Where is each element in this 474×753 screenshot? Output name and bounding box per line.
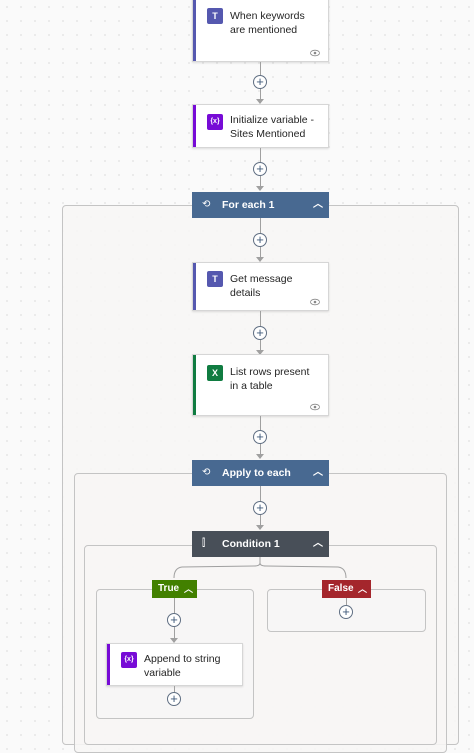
apply-to-each-header[interactable]: ⟲ Apply to each ︿ [192, 460, 329, 486]
trigger-accent-bar [193, 0, 196, 61]
insert-step-button[interactable]: + [253, 430, 267, 444]
true-branch-label: True [158, 583, 180, 594]
branch-connector [173, 557, 347, 579]
variable-icon: {x} [207, 114, 223, 130]
connector-arrow [170, 638, 178, 643]
init-variable-label: Initialize variable - Sites Mentioned [230, 114, 315, 140]
variable-icon: {x} [121, 652, 137, 668]
append-variable-label: Append to string variable [144, 653, 221, 679]
list-rows-card[interactable]: X List rows present in a table [192, 354, 329, 416]
eye-icon [310, 49, 320, 57]
foreach-label: For each 1 [222, 199, 275, 211]
list-rows-accent-bar [193, 355, 196, 415]
loop-icon: ⟲ [202, 199, 211, 210]
apply-to-each-label: Apply to each [222, 467, 291, 479]
connector-line [346, 598, 347, 605]
get-message-card[interactable]: T Get message details [192, 262, 329, 311]
chevron-up-icon[interactable]: ︿ [183, 584, 193, 594]
chevron-up-icon[interactable]: ︿ [313, 467, 323, 478]
init-variable-card[interactable]: {x} Initialize variable - Sites Mentione… [192, 104, 329, 148]
trigger-label: When keywords are mentioned [230, 10, 305, 36]
true-branch-tag[interactable]: True ︿ [152, 580, 197, 598]
insert-step-button[interactable]: + [253, 162, 267, 176]
false-branch-label: False [328, 583, 354, 594]
teams-icon: T [207, 8, 223, 24]
chevron-up-icon[interactable]: ︿ [357, 584, 367, 594]
connector-arrow [256, 186, 264, 191]
insert-step-button[interactable]: + [253, 233, 267, 247]
insert-step-button[interactable]: + [167, 613, 181, 627]
foreach-header[interactable]: ⟲ For each 1 ︿ [192, 192, 329, 218]
insert-step-button[interactable]: + [339, 605, 353, 619]
connector-arrow [256, 350, 264, 355]
loop-icon: ⟲ [202, 467, 211, 478]
connector-arrow [256, 525, 264, 530]
insert-step-button[interactable]: + [253, 75, 267, 89]
init-variable-accent-bar [193, 105, 196, 147]
eye-icon [310, 298, 320, 306]
excel-icon: X [207, 365, 223, 381]
eye-icon [310, 403, 320, 411]
insert-step-button[interactable]: + [167, 692, 181, 706]
chevron-up-icon[interactable]: ︿ [313, 199, 323, 210]
get-message-label: Get message details [230, 273, 293, 299]
get-message-accent-bar [193, 263, 196, 310]
connector-arrow [256, 257, 264, 262]
chevron-up-icon[interactable]: ︿ [313, 538, 323, 549]
list-rows-label: List rows present in a table [230, 366, 310, 392]
insert-step-button[interactable]: + [253, 326, 267, 340]
append-variable-card[interactable]: {x} Append to string variable [106, 643, 243, 686]
false-branch-tag[interactable]: False ︿ [322, 580, 371, 598]
connector-arrow [256, 454, 264, 459]
condition-icon: ⫿ [202, 538, 206, 549]
condition-header[interactable]: ⫿ Condition 1 ︿ [192, 531, 329, 557]
connector-line [174, 686, 175, 692]
trigger-card[interactable]: T When keywords are mentioned [192, 0, 329, 62]
teams-icon: T [207, 271, 223, 287]
condition-label: Condition 1 [222, 538, 280, 550]
append-variable-accent-bar [107, 644, 110, 685]
connector-arrow [256, 99, 264, 104]
insert-step-button[interactable]: + [253, 501, 267, 515]
